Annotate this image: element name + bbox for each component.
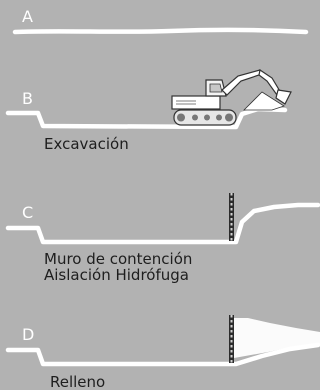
retaining-wall xyxy=(229,193,234,241)
stage-c-ground-profile xyxy=(5,202,320,245)
stage-d-letter: D xyxy=(22,325,34,344)
stage-d-ground-profile xyxy=(5,342,320,367)
stage-c-caption-waterproofing: Aislación Hidrófuga xyxy=(44,266,189,284)
soil-mound xyxy=(243,91,285,111)
stage-d-caption: Relleno xyxy=(50,373,105,390)
stage-b-excavation-profile xyxy=(5,106,288,130)
stage-b: B Excavación xyxy=(5,69,292,153)
stage-c: C Muro de contención Aislación Hidrófuga xyxy=(5,193,320,284)
backfill xyxy=(234,318,320,358)
retaining-wall xyxy=(229,315,234,363)
stage-a-letter: A xyxy=(22,7,33,26)
stage-b-letter: B xyxy=(22,89,33,108)
stage-a: A xyxy=(12,7,309,35)
stage-a-ground-line xyxy=(12,27,309,35)
stage-c-letter: C xyxy=(22,203,33,222)
stage-d: D Relleno xyxy=(5,315,320,390)
excavator-icon xyxy=(171,69,292,126)
stage-b-caption: Excavación xyxy=(44,135,129,153)
stage-c-caption-wall: Muro de contención xyxy=(44,250,192,268)
